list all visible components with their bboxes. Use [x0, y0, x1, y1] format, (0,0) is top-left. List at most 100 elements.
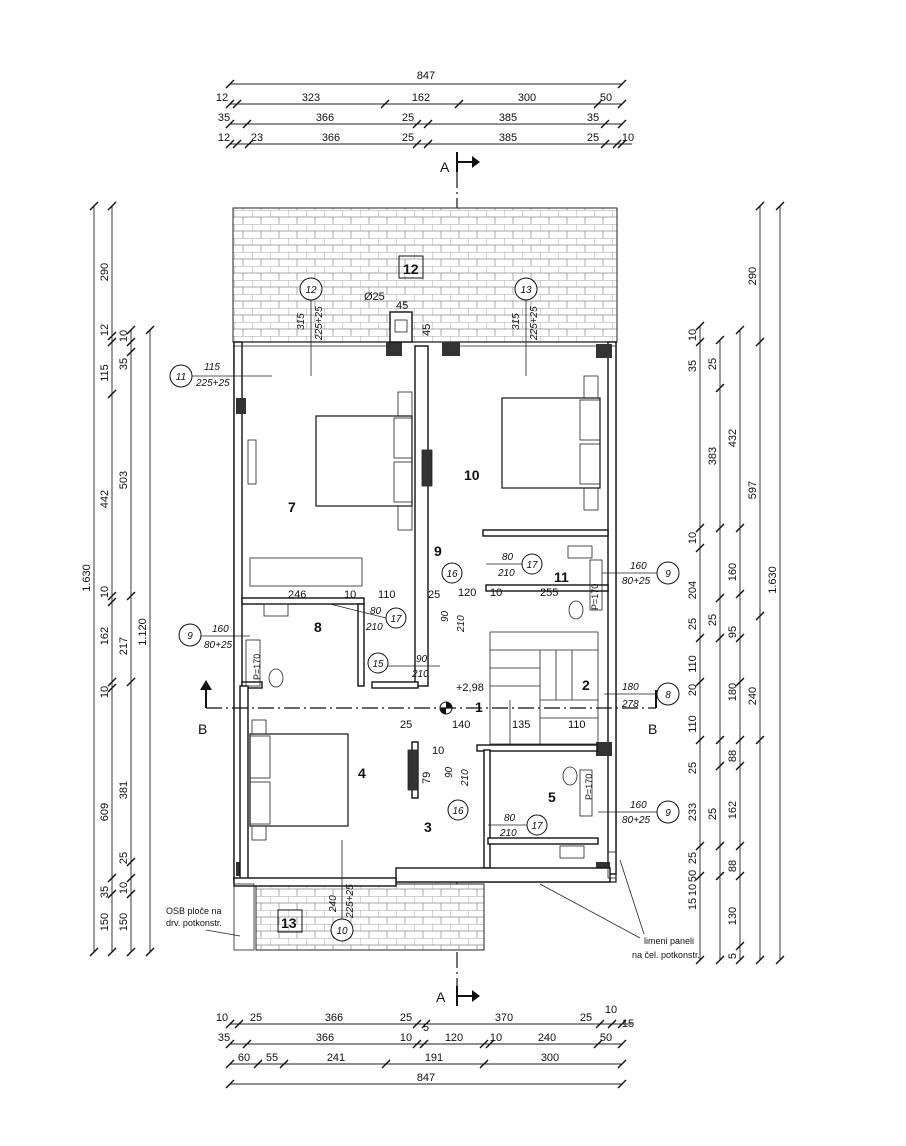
room-2: 2: [582, 677, 590, 693]
dim-right-a-2: 35: [687, 360, 699, 372]
dim-top-r2-2: 323: [302, 92, 320, 104]
dim-top-r4-4: 25: [402, 132, 414, 144]
int-dim-13: 10: [432, 745, 444, 757]
dim-top-r4-1: 12: [218, 132, 230, 144]
dim-left-b-1: 1.120: [137, 618, 149, 646]
top-dimensions: 847 12 323 162 300 50 35 366 25 385 35 1…: [216, 70, 634, 149]
door-13-h: 225+25: [529, 306, 540, 341]
door-12-h: 225+25: [314, 306, 325, 341]
section-b-left: B: [198, 680, 212, 737]
int-dim-1: 246: [288, 589, 306, 601]
dim-bot-r1-7: 25: [580, 1012, 592, 1024]
door-16a-w: 90: [440, 610, 451, 622]
dim-right-a-12: 50: [687, 870, 699, 882]
dim-left-a-5: 381: [118, 781, 130, 799]
dim-top-r3-1: 35: [218, 112, 230, 124]
bed-room-7: [315, 391, 413, 531]
door-16a-h: 210: [456, 615, 467, 633]
tag-17-c: 17: [531, 821, 543, 832]
tag-15: 15: [372, 659, 384, 670]
chimney-diameter: Ø25: [364, 291, 385, 303]
chimney-width: 45: [396, 300, 408, 312]
dim-left-m-10: 150: [99, 913, 111, 931]
terrace-top: [232, 207, 618, 343]
room-11: 11: [554, 569, 569, 585]
dim-top-r3-2: 366: [316, 112, 334, 124]
dim-right-total: 1.630: [767, 566, 779, 594]
dim-left-a-6: 25: [118, 852, 130, 864]
tag-17-a: 17: [526, 560, 538, 571]
room-1: 1: [475, 699, 483, 715]
dim-bot-r1-9: 15: [622, 1018, 634, 1030]
dim-bot-r3-1: 60: [238, 1052, 250, 1064]
dim-bot-r1-2: 25: [250, 1012, 262, 1024]
opening-tags: 11 115 225+25 12 315 225+25 13 315 225+2…: [169, 277, 680, 942]
door-11-h: 225+25: [195, 378, 230, 389]
dim-bot-r1-5: 5: [423, 1022, 429, 1034]
interior-dimensions: 246 10 110 25 120 10 255 25 140 135 110 …: [288, 587, 586, 784]
dim-left-a-4: 217: [118, 637, 130, 655]
dim-right-a-8: 110: [687, 715, 699, 733]
door-16b-w: 90: [444, 766, 455, 778]
tag-13: 13: [520, 285, 532, 296]
note-osb-2: drv. potkonstr.: [166, 918, 222, 928]
dim-bot-r2-7: 50: [600, 1032, 612, 1044]
dim-bot-r3-4: 191: [425, 1052, 443, 1064]
dim-left-a-8: 150: [118, 913, 130, 931]
tag-16-upper: 16: [446, 569, 458, 580]
dim-left-a-1: 10: [118, 330, 130, 342]
tag-11: 11: [176, 372, 186, 383]
room-5: 5: [548, 789, 556, 805]
dim-bot-r1-6: 370: [495, 1012, 513, 1024]
door-9c-w: 160: [630, 800, 647, 811]
building: [232, 207, 618, 951]
int-dim-10: 135: [512, 719, 530, 731]
dim-top-total: 847: [417, 70, 435, 82]
door-10-w: 240: [328, 895, 339, 913]
dim-left-a-3: 503: [118, 471, 130, 489]
dim-top-r3-3: 25: [402, 112, 414, 124]
tag-8: 8: [665, 690, 671, 701]
dim-right-d-1: 290: [747, 267, 759, 285]
room-10: 10: [464, 467, 480, 483]
int-dim-6: 10: [490, 587, 502, 599]
dim-right-c-7: 88: [727, 860, 739, 872]
room-4: 4: [358, 765, 366, 781]
dim-bot-r3-5: 300: [541, 1052, 559, 1064]
door-15-w: 90: [416, 654, 428, 665]
tag-9-left: 9: [187, 631, 193, 642]
dim-right-c-2: 160: [727, 563, 739, 581]
dim-bot-r1-8: 10: [605, 1004, 617, 1016]
int-dim-11: 110: [568, 719, 586, 731]
dim-right-c-5: 88: [727, 750, 739, 762]
section-b-label-right: B: [648, 721, 657, 737]
dim-right-c-3: 95: [727, 626, 739, 638]
dim-bot-r2-6: 240: [538, 1032, 556, 1044]
dim-right-a-1: 10: [687, 329, 699, 341]
section-a-bottom: A: [436, 986, 480, 1006]
dim-bot-r1-1: 10: [216, 1012, 228, 1024]
dim-top-r2-1: 12: [216, 92, 228, 104]
dim-bot-r2-1: 35: [218, 1032, 230, 1044]
dim-right-c-8: 130: [727, 907, 739, 925]
door-10-h: 225+25: [345, 884, 356, 919]
dim-top-r4-5: 385: [499, 132, 517, 144]
dim-left-m-8: 609: [99, 803, 111, 821]
door-13-w: 315: [511, 313, 522, 330]
dim-top-r2-3: 162: [412, 92, 430, 104]
tag-9-right-top: 9: [665, 569, 671, 580]
note-limeni-1: limeni paneli: [644, 936, 694, 946]
dim-top-r2-5: 50: [600, 92, 612, 104]
int-dim-5: 120: [458, 587, 476, 599]
tag-10: 10: [336, 926, 348, 937]
section-a-top: A: [440, 152, 480, 175]
door-17c-h: 210: [499, 828, 517, 839]
chimney: [389, 311, 413, 343]
dim-right-a-3: 10: [687, 532, 699, 544]
room-12: 12: [403, 261, 419, 277]
dim-top-r4-7: 10: [622, 132, 634, 144]
dim-right-b-4: 25: [707, 808, 719, 820]
room-8: 8: [314, 619, 322, 635]
dim-left-m-9: 35: [99, 886, 111, 898]
